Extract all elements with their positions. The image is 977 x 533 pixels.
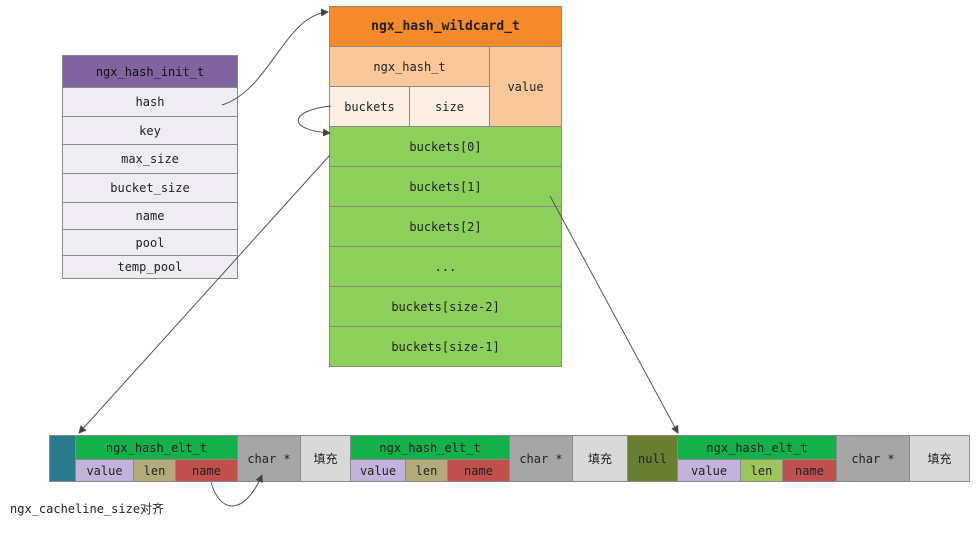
buckets-self-arrow xyxy=(297,105,332,137)
elt-3-len: len xyxy=(740,459,783,482)
elt-2-padding: 填充 xyxy=(572,435,628,482)
elt-3-padding: 填充 xyxy=(909,435,970,482)
elt-1-len: len xyxy=(133,459,176,482)
init-field-name: name xyxy=(62,202,238,230)
alignment-block xyxy=(49,435,76,482)
init-field-bucket-size: bucket_size xyxy=(62,173,238,203)
elt-2-name: name xyxy=(447,459,510,482)
hash-to-wildcard-arrow xyxy=(221,8,329,106)
init-field-temp-pool: temp_pool xyxy=(62,255,238,279)
bucket-row-ellipsis: ... xyxy=(329,246,562,287)
elt-1-char-ptr: char * xyxy=(237,435,301,482)
null-terminator: null xyxy=(627,435,678,482)
elt-3-value: value xyxy=(677,459,741,482)
bucket1-to-elt-arrow xyxy=(549,195,679,434)
bucket-row-2: buckets[2] xyxy=(329,206,562,247)
name-to-char-arrow xyxy=(210,474,263,507)
elt-3-char-ptr: char * xyxy=(836,435,910,482)
bucket0-to-elt-arrow xyxy=(78,154,331,434)
bucket-row-size-minus-2: buckets[size-2] xyxy=(329,286,562,327)
wildcard-struct-title: ngx_hash_wildcard_t xyxy=(329,6,562,47)
elt-1-title: ngx_hash_elt_t xyxy=(75,435,238,460)
wildcard-hash-label: ngx_hash_t xyxy=(329,46,490,87)
init-field-pool: pool xyxy=(62,229,238,256)
elt-3-name: name xyxy=(782,459,837,482)
init-field-key: key xyxy=(62,116,238,145)
elt-1-name: name xyxy=(175,459,238,482)
wildcard-size-field: size xyxy=(409,86,490,127)
bucket-row-size-minus-1: buckets[size-1] xyxy=(329,326,562,367)
bucket-row-0: buckets[0] xyxy=(329,126,562,167)
elt-1-value: value xyxy=(75,459,134,482)
init-struct-title: ngx_hash_init_t xyxy=(62,55,238,88)
alignment-note: ngx_cacheline_size对齐 xyxy=(10,502,165,516)
elt-2-char-ptr: char * xyxy=(509,435,573,482)
elt-2-title: ngx_hash_elt_t xyxy=(350,435,510,460)
bucket-row-1: buckets[1] xyxy=(329,166,562,207)
